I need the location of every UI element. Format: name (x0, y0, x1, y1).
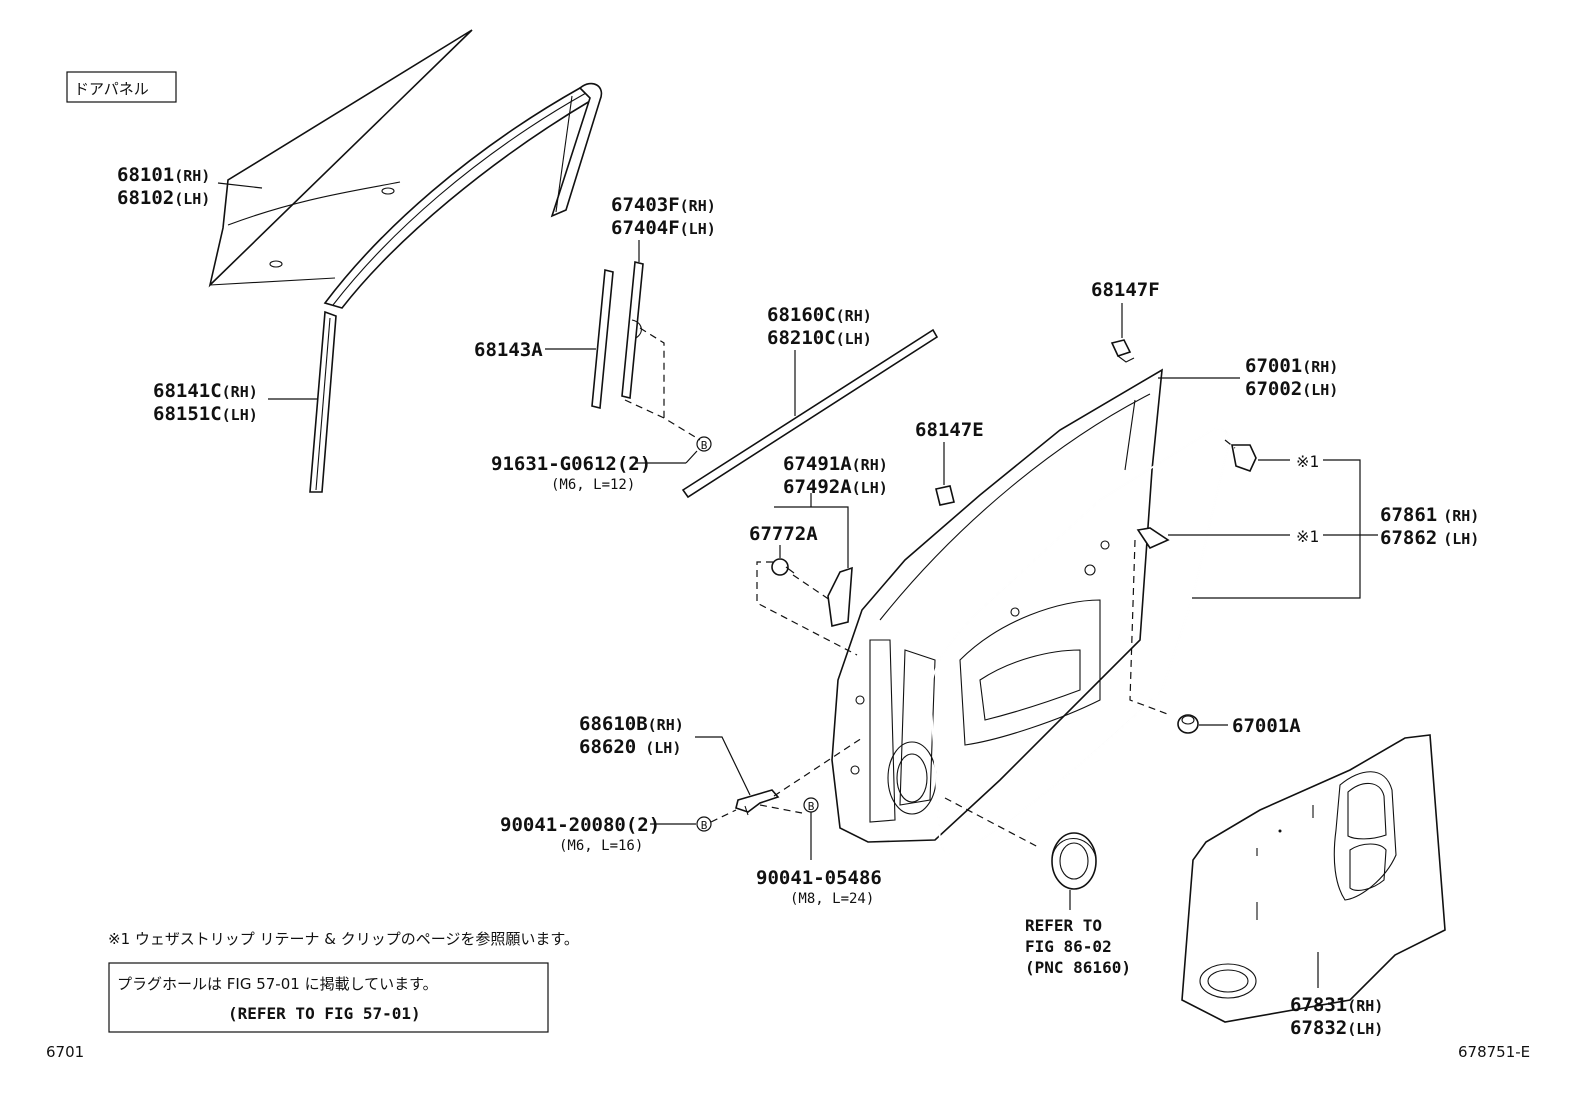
bolt-91631-spec: (M6, L=12) (551, 477, 635, 493)
section-title-box: ドアパネル (66, 71, 177, 103)
callout-b-upper: B (696, 436, 712, 452)
run-channel-rh-code: 67403F(RH) (611, 194, 716, 216)
check-lh-code: 68620 (LH) (579, 736, 681, 758)
front-run-rh-code: 68141C(RH) (153, 380, 258, 402)
front-run-lh-code: 68151C(LH) (153, 403, 258, 425)
speaker-ref-line1: REFER TO (1025, 916, 1102, 935)
weatherstrip-clip-lower (1136, 527, 1170, 550)
svg-text:B: B (701, 819, 708, 832)
door-panel-drawing (831, 368, 1163, 843)
bolt-90041-20080-code: 90041-20080(2) (500, 814, 660, 836)
plug-note-box: プラグホールは FIG 57-01 に掲載しています。 (REFER TO FI… (108, 962, 549, 1033)
glass-lh-code: 68102(LH) (117, 187, 210, 209)
clip-68147e-code: 68147E (915, 419, 984, 441)
door-panel-lh-code: 67002(LH) (1245, 378, 1338, 400)
channel-68143a-drawing (591, 268, 614, 410)
callout-b-lower-right: B (803, 797, 819, 813)
page-code: 6701 (46, 1043, 84, 1061)
plug-note-line2: (REFER TO FIG 57-01) (228, 1004, 421, 1023)
weatherstrip-clip-upper (1231, 444, 1257, 472)
check-rh-code: 68610B(RH) (579, 713, 684, 735)
hole-plug-code: 67001A (1232, 715, 1301, 737)
clip-68147f-drawing (1110, 339, 1135, 363)
clip-67772a-code: 67772A (749, 523, 818, 545)
weatherstrip-note-mark-1: ※1 (1296, 452, 1319, 471)
belt-molding-lh-code: 68210C(LH) (767, 327, 872, 349)
clip-68147f-code: 68147F (1091, 279, 1160, 301)
section-title: ドアパネル (74, 80, 149, 98)
bolt-90041-05486-code: 90041-05486 (756, 867, 882, 889)
channel-68143a-code: 68143A (474, 339, 543, 361)
door-glass-drawing (208, 29, 473, 288)
belt-molding-drawing (681, 328, 939, 499)
weatherstrip-drawing (929, 428, 1230, 854)
speaker-ref-line3: (PNC 86160) (1025, 958, 1131, 977)
front-run-drawing (309, 310, 337, 493)
speaker-drawing (1051, 832, 1097, 890)
svg-text:B: B (701, 439, 708, 452)
cover-lh-code: 67492A(LH) (783, 476, 888, 498)
door-trim-drawing (1181, 734, 1446, 1023)
svg-text:B: B (808, 800, 815, 813)
weatherstrip-lh-code: 67862(LH) (1380, 527, 1479, 549)
plug-note-line1: プラグホールは FIG 57-01 に掲載しています。 (117, 975, 438, 993)
glass-rh-code: 68101(RH) (117, 164, 210, 186)
trim-rh-code: 67831(RH) (1290, 994, 1383, 1016)
speaker-ref-line2: FIG 86-02 (1025, 937, 1112, 956)
cover-drawing (827, 566, 853, 627)
figure-code: 678751-E (1458, 1043, 1530, 1061)
upper-frame-run-drawing (323, 82, 603, 309)
door-check-drawing (735, 789, 780, 816)
weatherstrip-rh-code: 67861(RH) (1380, 504, 1479, 526)
footnote: ※1 ウェザストリップ リテーナ & クリップのページを参照願います。 (108, 930, 579, 948)
door-panel-rh-code: 67001(RH) (1245, 355, 1338, 377)
clip-68147e-drawing (935, 485, 955, 506)
cover-rh-code: 67491A(RH) (783, 453, 888, 475)
clip-67772a-drawing (771, 558, 795, 576)
weatherstrip-note-mark-2: ※1 (1296, 527, 1319, 546)
run-channel-lh-code: 67404F(LH) (611, 217, 716, 239)
trim-lh-code: 67832(LH) (1290, 1017, 1383, 1039)
bolt-91631-code: 91631-G0612(2) (491, 453, 651, 475)
hole-plug-drawing (1177, 714, 1199, 734)
belt-molding-rh-code: 68160C(RH) (767, 304, 872, 326)
callout-b-lower-left: B (696, 816, 712, 832)
bolt-90041-20080-spec: (M6, L=16) (559, 838, 643, 854)
bolt-90041-05486-spec: (M8, L=24) (790, 891, 874, 907)
rear-run-channel-drawing (621, 260, 644, 400)
